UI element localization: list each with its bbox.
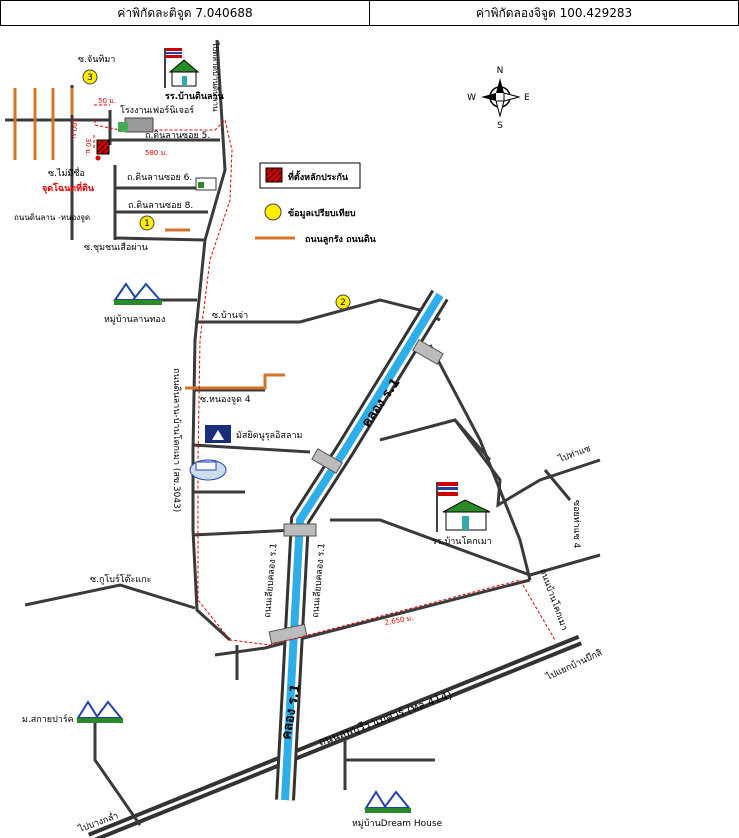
distance-100-label: 100 ม.	[70, 118, 78, 140]
factory-icon	[118, 117, 154, 133]
soi-5-label: ถ.ดินลานซอย 5.	[145, 130, 210, 141]
road-main-vertical-label: ถนนดินลาน-บ้านโคกเมา (สข.3043)	[171, 368, 182, 512]
road-ban-khok-mao-label: ถนนบ้านโคกเมา	[537, 567, 570, 632]
compass-w-label: W	[467, 93, 476, 103]
marker-3: 3	[82, 69, 98, 85]
legend: ที่ตั้งหลักประกัน ข้อมูลเปรียบเทียบ ถนนล…	[255, 162, 377, 245]
school-ban-din-lan-icon	[164, 48, 200, 88]
marker-2: 2	[335, 294, 351, 310]
village-dream-house-label: หมู่บ้านDream House	[352, 818, 443, 829]
mosque-label: มัสยิดนูรุลอิสลาม	[236, 430, 303, 441]
soi-chanthima-label: ซ.จันทิมา	[78, 54, 115, 65]
school-ban-khok-mao-icon	[436, 482, 491, 532]
site-marker	[95, 139, 110, 161]
compass-icon: N W E S	[467, 66, 530, 131]
soi-kubo-label: ซ.กูโบร์โต๊ะแกะ	[90, 573, 152, 585]
soi-6-label: ถ.ดินลานซอย 6.	[127, 172, 192, 183]
soi-ban-ja-label: ซ.บ้านจ่า	[212, 310, 248, 321]
distance-30-label: 30 ม.	[84, 138, 92, 156]
road-din-lan-label: ถนนดินลาน -หนองจูด	[14, 213, 90, 223]
village-sakhon-icon	[76, 700, 124, 723]
to-ban-din-lan-north-label: ไปตลาดบ้านดินลาน	[211, 41, 220, 112]
soi-maichue-label: ซ.ไม่มีชื่อ	[48, 166, 85, 179]
bridges	[268, 339, 444, 645]
legend-site-label: ที่ตั้งหลักประกัน	[288, 170, 349, 183]
to-ban-ja-label: ไปท่าแซ	[556, 443, 592, 465]
road-right-canal-label: ถนนเลียบคลอง ร.1	[310, 543, 327, 619]
soi-nong-chut-4-label: ซ.หนองจูด 4	[200, 395, 251, 405]
furniture-factory-label: โรงงานเฟอร์นิเจอร์	[120, 104, 194, 116]
highway-label: ถนนลพบุรีราเมศวร์ (ทล.414)	[317, 688, 454, 749]
legend-comparable-label: ข้อมูลเปรียบเทียบ	[288, 208, 356, 219]
canal	[275, 289, 449, 801]
latitude-cell: ค่าพิกัดละติจูด 7.040688	[0, 0, 370, 26]
school-ban-din-lan-label: รร.บ้านดินลาน	[165, 91, 225, 102]
highway-road	[87, 634, 583, 838]
compass-s-label: S	[497, 121, 503, 131]
compass-n-label: N	[497, 66, 504, 76]
mosque-icon	[205, 425, 231, 443]
building-icon	[189, 459, 227, 481]
site-point-label: จุดโฉนดที่ดิน	[42, 181, 95, 194]
compass-e-label: E	[524, 93, 530, 103]
distance-50-label: 50 ม.	[98, 97, 116, 105]
svg-text:3: 3	[87, 73, 93, 83]
village-dream-house-icon	[364, 790, 412, 813]
soi-4-label: ซอยท่าแซ 4	[571, 500, 581, 549]
school-ban-khok-mao-label: รร.บ้านโคกเมา	[432, 536, 492, 547]
road-left-canal-label: ถนนเลียบคลอง ร.1	[262, 543, 279, 619]
roads	[5, 39, 601, 826]
svg-text:1: 1	[144, 219, 150, 229]
svg-text:2: 2	[340, 298, 346, 308]
village-sakhon-label: ม.สกายปาร์ค	[22, 713, 74, 725]
legend-dirt-road-label: ถนนลูกรัง ถนนดิน	[305, 234, 377, 245]
legend-site-swatch	[265, 167, 283, 183]
soi-8-label: ถ.ดินลานซอย 8.	[128, 200, 193, 211]
marker-1: 1	[139, 215, 155, 231]
legend-comparable-swatch	[264, 203, 282, 221]
soi-chumchon-label: ซ.ชุมชนเสือผ่าน	[84, 242, 148, 253]
village-lan-thong-icon	[113, 282, 163, 305]
village-lan-thong-label: หมู่บ้านลานทอง	[104, 314, 165, 325]
distance-580-label: 580 ม.	[145, 149, 167, 157]
shop-icon	[195, 177, 217, 191]
coordinate-header: ค่าพิกัดละติจูด 7.040688 ค่าพิกัดลองจิจู…	[0, 0, 739, 26]
